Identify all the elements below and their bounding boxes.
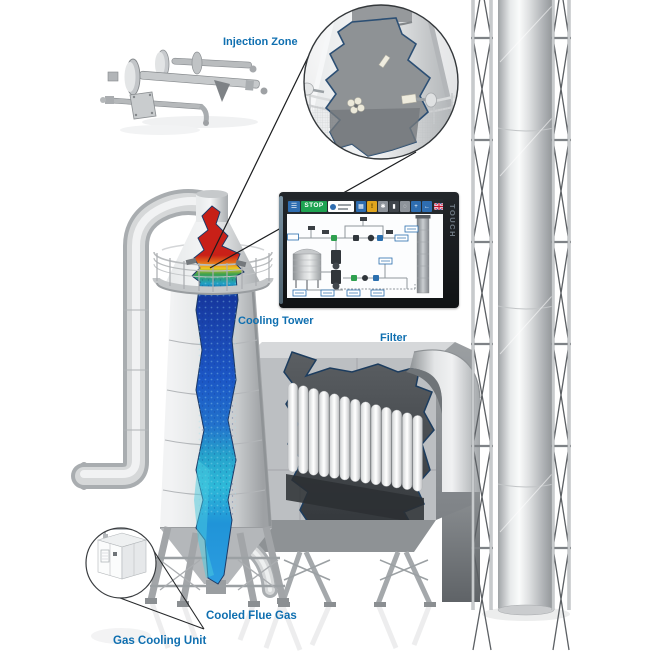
status-button[interactable]: ✱	[378, 201, 388, 212]
display-button[interactable]: ◌	[400, 201, 410, 212]
list-button[interactable]: ▮	[389, 201, 399, 212]
injection-lance	[107, 58, 268, 102]
stop-button[interactable]: STOP	[301, 201, 327, 212]
outlet-duct	[406, 349, 481, 492]
touch-branding: TOUCH	[448, 204, 457, 239]
injection-lance	[100, 91, 209, 126]
hmi-monitor: ☰ STOP ▦ ! ✱ ▮ ◌ + ←	[279, 192, 459, 308]
gas-cooling-unit-label: Gas Cooling Unit	[113, 635, 207, 647]
filter-bags	[287, 382, 423, 492]
filter-label: Filter	[380, 332, 407, 344]
cooling-tower-label: Cooling Tower	[238, 315, 314, 327]
zoom-plus-button[interactable]: +	[411, 201, 421, 212]
injection-zone-label: Injection Zone	[223, 36, 298, 48]
alarm-button[interactable]: !	[367, 201, 377, 212]
injection-zone-magnifier	[303, 4, 459, 160]
nav-button[interactable]: ▦	[356, 201, 366, 212]
process-mimic-graphic	[287, 214, 443, 298]
injection-lances	[100, 49, 268, 135]
hamburger-menu-icon[interactable]: ☰	[288, 201, 300, 212]
injection-lance	[155, 49, 257, 79]
brand-logo	[328, 201, 354, 212]
cooling-tower	[71, 189, 289, 607]
floor-reflections	[91, 599, 433, 651]
inlet-gas-duct	[71, 189, 217, 490]
platform-railing	[152, 251, 274, 295]
filter-legs	[278, 550, 436, 607]
monitor-side-edge	[279, 196, 283, 304]
spray-nozzles	[304, 54, 437, 114]
stack-chimney	[482, 0, 570, 621]
back-arrow-button[interactable]: ←	[422, 201, 432, 212]
uk-flag-icon[interactable]	[433, 201, 443, 212]
hmi-screen: ☰ STOP ▦ ! ✱ ▮ ◌ + ←	[287, 199, 443, 298]
cooled-flue-gas-label: Cooled Flue Gas	[206, 610, 297, 622]
gas-cooling-unit-magnifier	[85, 527, 205, 630]
hmi-toolbar: ☰ STOP ▦ ! ✱ ▮ ◌ + ←	[287, 199, 443, 214]
lattice-towers	[471, 0, 571, 651]
